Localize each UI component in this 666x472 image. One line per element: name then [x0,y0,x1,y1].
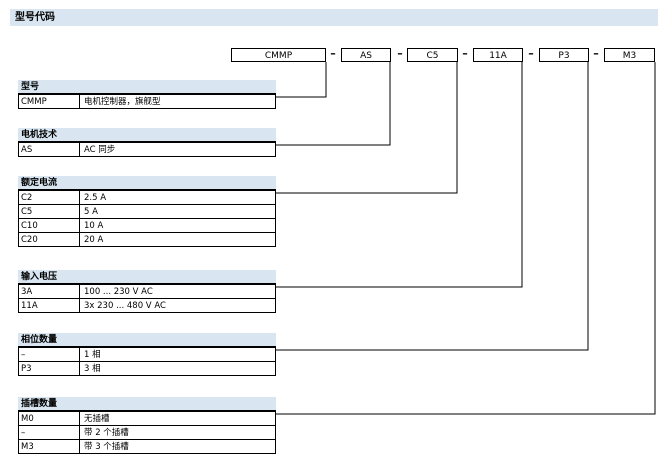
connector-type [276,62,327,98]
table-row: M0 无插槽 [18,412,276,426]
section-title: 插槽数量 [18,397,276,412]
table-row: 11A 3x 230 ... 480 V AC [18,299,276,313]
row-desc: AC 同步 [84,145,116,155]
row-code: C10 [19,219,80,232]
section-title: 相位数量 [18,333,276,348]
code-box-motor: AS [341,48,391,62]
section-type: 型号 CMMP 电机控制器，旗舰型 [18,80,276,109]
table-row: P3 3 相 [18,362,276,376]
table-row: C5 5 A [18,205,276,219]
section-rated-current: 额定电流 C2 2.5 A C5 5 A C10 10 A C20 20 A [18,176,276,247]
code-box-voltage: 11A [473,48,523,62]
table-row: M3 带 3 个插槽 [18,440,276,454]
code-dash: – [528,47,534,60]
row-desc: 2.5 A [84,193,107,203]
code-box-current: C5 [407,48,458,62]
code-dash: – [462,47,468,60]
row-code: C20 [19,233,80,246]
code-box-type: CMMP [231,48,326,62]
row-code: C2 [19,191,80,204]
section-title: 电机技术 [18,128,276,143]
row-desc: 无插槽 [84,414,110,424]
row-desc: 10 A [84,221,104,231]
row-code: C5 [19,205,80,218]
connector-slot [276,62,656,415]
section-motor-tech: 电机技术 AS AC 同步 [18,128,276,157]
page-title: 型号代码 [10,9,658,26]
section-slot-count: 插槽数量 M0 无插槽 – 带 2 个插槽 M3 带 3 个插槽 [18,397,276,454]
row-desc: 1 相 [84,350,101,360]
table-row: CMMP 电机控制器，旗舰型 [18,95,276,109]
row-code: – [19,348,80,361]
row-code: M0 [19,412,80,425]
table-row: – 带 2 个插槽 [18,426,276,440]
section-title: 输入电压 [18,270,276,285]
section-input-voltage: 输入电压 3A 100 ... 230 V AC 11A 3x 230 ... … [18,270,276,313]
connector-voltage [276,62,523,288]
row-code: P3 [19,362,80,375]
connector-phase [276,62,589,351]
connector-current [276,62,458,194]
row-desc: 带 2 个插槽 [84,428,129,438]
row-desc: 100 ... 230 V AC [84,287,153,297]
row-desc: 5 A [84,207,98,217]
code-dash: – [397,47,403,60]
section-title: 型号 [18,80,276,95]
row-code: CMMP [19,95,80,108]
row-code: 11A [19,299,80,312]
row-desc: 20 A [84,235,104,245]
row-code: M3 [19,440,80,453]
code-box-slot: M3 [604,48,655,62]
table-row: – 1 相 [18,348,276,362]
connector-motor [276,62,391,146]
table-row: C20 20 A [18,233,276,247]
section-title: 额定电流 [18,176,276,191]
section-phase-count: 相位数量 – 1 相 P3 3 相 [18,333,276,376]
row-desc: 电机控制器，旗舰型 [84,97,161,107]
code-box-phase: P3 [539,48,589,62]
table-row: C2 2.5 A [18,191,276,205]
table-row: AS AC 同步 [18,143,276,157]
row-desc: 3 相 [84,364,101,374]
table-row: C10 10 A [18,219,276,233]
row-code: 3A [19,285,80,298]
row-code: – [19,426,80,439]
code-dash: – [593,47,599,60]
row-desc: 3x 230 ... 480 V AC [84,301,166,311]
row-code: AS [19,143,80,156]
code-dash: – [330,47,336,60]
table-row: 3A 100 ... 230 V AC [18,285,276,299]
row-desc: 带 3 个插槽 [84,442,129,452]
